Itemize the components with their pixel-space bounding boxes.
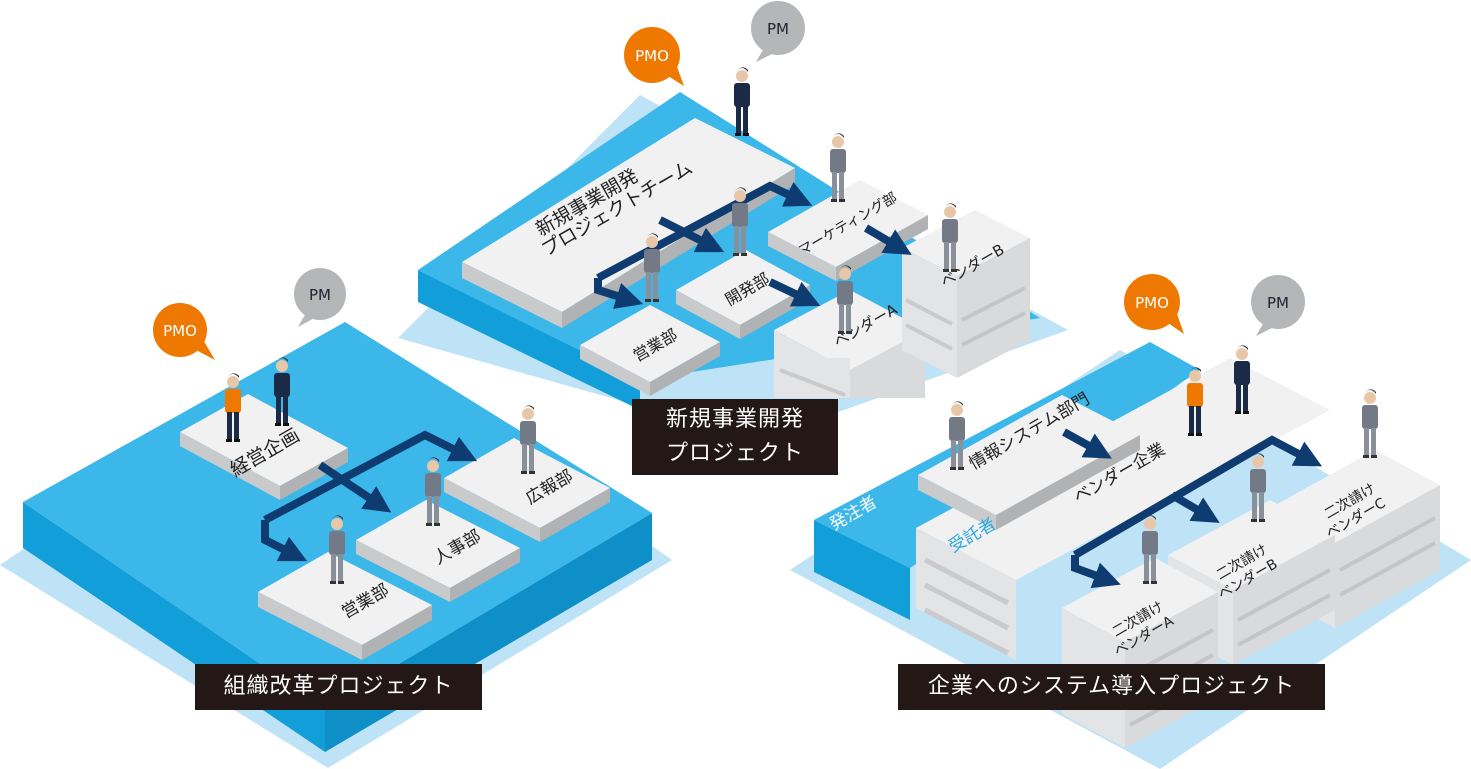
block-it-department xyxy=(918,395,1140,530)
block-pr xyxy=(444,438,610,542)
block-sales-left xyxy=(258,552,432,660)
org-reform-top xyxy=(23,322,652,708)
org-arrow-3 xyxy=(261,520,308,562)
pmo-bubble-left: PMO xyxy=(153,303,215,360)
pmo-label-mid: PMO xyxy=(635,47,669,65)
building-vendor-b xyxy=(902,210,1030,378)
pm-bubble-left: PM xyxy=(294,268,346,327)
pmo-bubble-mid: PMO xyxy=(624,27,684,86)
org-reform-platform: 経営企画 営業部 人事部 広報部 PMO PM xyxy=(0,268,672,768)
caption-new-business: 新規事業開発 プロジェクト xyxy=(632,399,838,475)
pm-bubble-right: PM xyxy=(1251,275,1305,336)
person-right-4 xyxy=(1362,389,1378,458)
person-pm-mid xyxy=(734,67,750,136)
org-arrow-1 xyxy=(317,461,392,513)
sys-arrow-2 xyxy=(1072,435,1323,559)
system-intro-side-left xyxy=(814,520,910,620)
block-hr xyxy=(356,500,520,602)
sys-arrow-1 xyxy=(1062,428,1112,459)
pmo-bubble-right: PMO xyxy=(1124,274,1184,334)
pm-label-left: PM xyxy=(309,286,331,304)
sys-arrow-4 xyxy=(1169,491,1220,523)
pm-label-mid: PM xyxy=(767,20,789,38)
caption-system-intro: 企業へのシステム導入プロジェクト xyxy=(898,664,1325,710)
nb-arrow-3 xyxy=(594,278,643,309)
nb-arrow-4 xyxy=(768,278,821,307)
caption-org-reform: 組織改革プロジェクト xyxy=(195,664,482,710)
sys-arrow-3 xyxy=(1071,555,1121,589)
nb-arrow-5 xyxy=(863,224,912,255)
new-business-platform: 新規事業開発 プロジェクトチーム 営業部 開発部 マーケティング部 ベンダーA … xyxy=(398,1,1068,440)
pmo-label-left: PMO xyxy=(163,322,197,340)
block-sales-mid xyxy=(580,305,720,396)
nb-arrow-2 xyxy=(596,181,813,282)
contractor-base xyxy=(916,358,1330,660)
pm-label-right: PM xyxy=(1267,294,1289,312)
block-planning xyxy=(180,394,348,500)
pmo-label-right: PMO xyxy=(1135,294,1169,312)
pm-bubble-mid: PM xyxy=(751,1,805,62)
new-business-side-left xyxy=(418,270,640,410)
org-arrow-2 xyxy=(263,430,478,524)
